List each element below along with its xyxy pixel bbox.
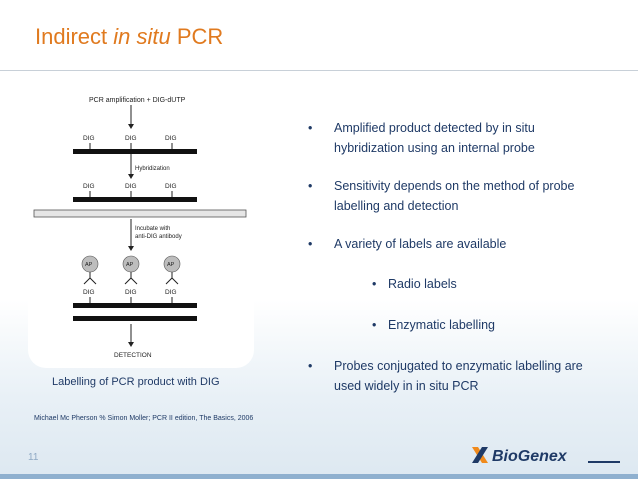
dig-label: DIG [125, 289, 137, 296]
antibody [124, 277, 138, 285]
ap-label: AP [167, 262, 175, 268]
hybridization-label: Hybridization [135, 166, 170, 172]
antibody [165, 277, 179, 285]
dig-label: DIG [83, 289, 95, 296]
dig-label: DIG [125, 183, 137, 190]
title-divider [0, 70, 638, 71]
page-number: 11 [28, 452, 39, 463]
bullet-dot: • [308, 121, 313, 135]
diagram-panel [28, 88, 254, 368]
dig-labelling-diagram: PCR amplification + DIG-dUTP DIG DIG DIG… [33, 97, 247, 359]
incubate-label: Incubate with [135, 226, 170, 232]
dna-strand [73, 316, 197, 321]
detection-label: DETECTION [114, 352, 152, 359]
x-mark-icon [472, 447, 488, 463]
dig-label: DIG [83, 135, 95, 142]
top-label: PCR amplification + DIG-dUTP [89, 97, 186, 104]
biogenex-logo: BioGenex [472, 447, 620, 465]
dna-strand [73, 197, 197, 202]
dig-label: DIG [125, 135, 137, 142]
dig-label: DIG [165, 183, 177, 190]
dna-strand [73, 303, 197, 308]
slide-surface [33, 209, 247, 218]
bullet-dot: • [308, 359, 313, 373]
antibody [83, 277, 97, 285]
dig-label: DIG [165, 135, 177, 142]
dig-label: DIG [165, 289, 177, 296]
diagram-caption: Labelling of PCR product with DIG [52, 376, 220, 388]
incubate-label: anti-DIG antibody [135, 234, 182, 240]
bullet-dot: • [372, 318, 377, 332]
dig-label: DIG [83, 183, 95, 190]
ap-label: AP [85, 262, 93, 268]
bullet-dot: • [308, 179, 313, 193]
slide-title: Indirect in situ PCR [35, 24, 224, 49]
ap-label: AP [126, 262, 134, 268]
bullet-dot: • [372, 277, 377, 291]
logo-wordmark: BioGenex [492, 448, 568, 465]
reference-citation: Michael Mc Pherson % Simon Moller; PCR I… [34, 415, 254, 422]
footer-bar [0, 474, 638, 479]
bullet-dot: • [308, 237, 313, 251]
dna-strand [73, 149, 197, 154]
